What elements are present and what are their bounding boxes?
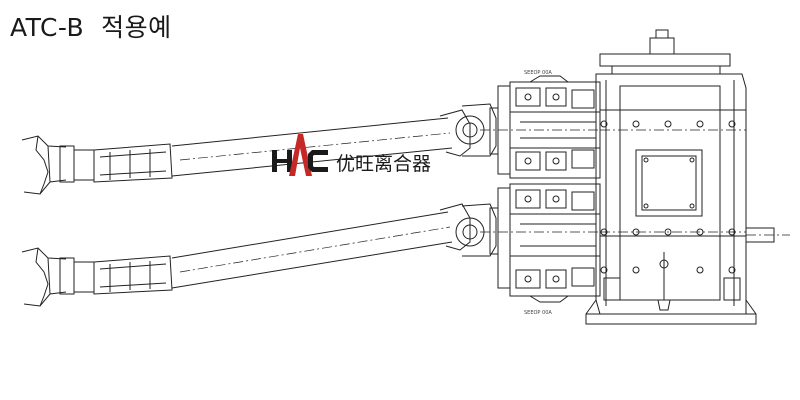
lower-shaft-sleeve bbox=[93, 255, 173, 295]
lower-note-label: SEEOP 00A bbox=[524, 310, 552, 316]
upper-note-label: SEEOP 00A bbox=[524, 70, 552, 76]
upper-shaft-sleeve bbox=[93, 143, 173, 183]
lower-shaft-tube bbox=[171, 211, 453, 289]
lower-drive-shaft bbox=[21, 203, 499, 307]
company-logo: 优旺离合器 bbox=[272, 134, 431, 176]
hac-logo-mark bbox=[272, 134, 328, 176]
upper-clutch-unit bbox=[480, 75, 601, 179]
lower-shaft-yoke bbox=[21, 247, 95, 307]
upper-shaft-yoke bbox=[21, 135, 95, 195]
drawing-notes: SEEOP 00A SEEOP 00A bbox=[524, 70, 552, 316]
upper-drive-shaft bbox=[21, 103, 499, 195]
lower-clutch-unit bbox=[480, 183, 601, 303]
gearbox-housing bbox=[585, 29, 790, 325]
logo-text: 优旺离合器 bbox=[336, 153, 431, 175]
page-title: ATC-B 적용예 bbox=[10, 13, 172, 42]
lower-shaft-flange-yoke bbox=[439, 203, 499, 257]
